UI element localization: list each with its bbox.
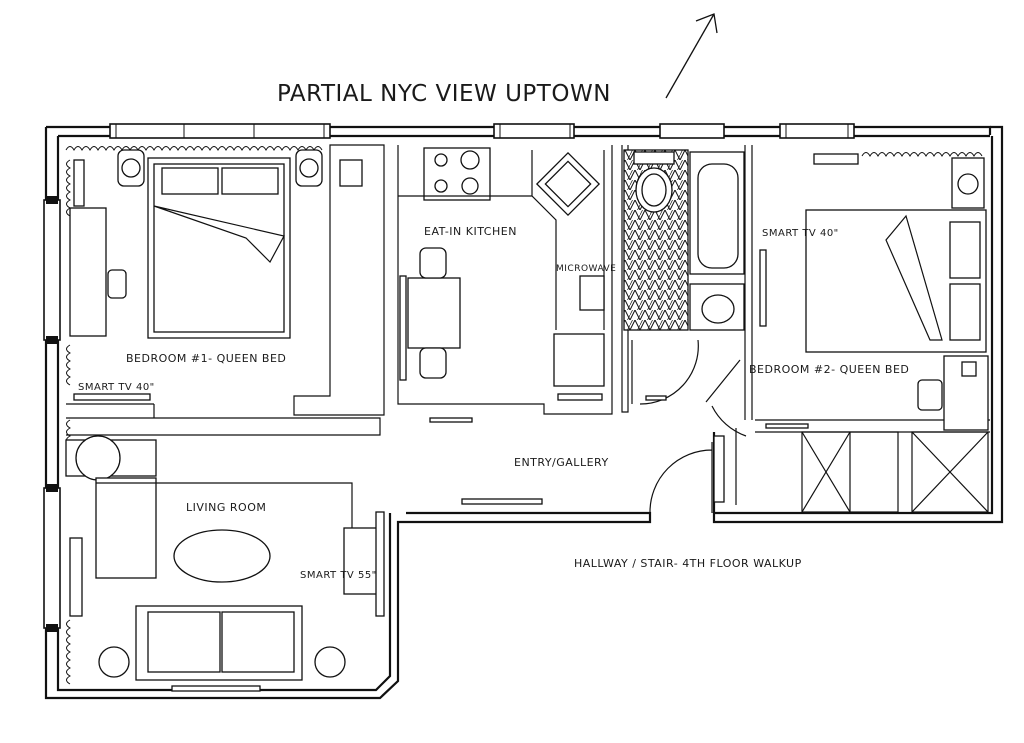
tv-label-living: SMART TV 55" [300, 570, 377, 581]
side-table-right [314, 646, 346, 678]
room-label-kitchen: EAT-IN KITCHEN [424, 225, 517, 238]
tv-label-bedroom1: SMART TV 40" [78, 382, 155, 393]
nightstand-bedroom2 [951, 157, 985, 209]
nightstand-lamp-left [117, 149, 323, 187]
bed-icon [147, 157, 291, 339]
bathroom-door-trim [645, 395, 667, 401]
microwave [579, 275, 605, 311]
sink-icon [535, 151, 601, 217]
entry-door [649, 442, 713, 514]
room-label-bedroom2: BEDROOM #2- QUEEN BED [749, 363, 909, 376]
bath-sink-icon [689, 283, 745, 331]
toilet-icon [633, 151, 675, 213]
windows-top [109, 123, 855, 139]
room-label-entry: ENTRY/GALLERY [514, 456, 609, 469]
cabinet-top-bedroom2 [813, 153, 859, 165]
closets [801, 431, 989, 513]
label-microwave: MICROWAVE [556, 264, 616, 274]
side-table-left [98, 646, 130, 678]
bedroom2-door [705, 359, 747, 437]
desk-bedroom1 [69, 159, 127, 337]
living-room-outline [96, 482, 353, 530]
table-icon [399, 247, 461, 381]
stove-icon [423, 147, 491, 201]
bathtub-icon [689, 151, 745, 275]
cabinet-bedroom1 [339, 159, 363, 187]
bookshelf-living [69, 537, 83, 617]
view-label: PARTIAL NYC VIEW UPTOWN [277, 81, 611, 107]
kitchen-trim [557, 393, 603, 401]
room-label-bedroom1: BEDROOM #1- QUEEN BED [126, 352, 286, 365]
floor-lamp-living [65, 435, 157, 481]
sofa-icon [135, 605, 303, 692]
bathroom-door [631, 339, 699, 405]
bed-icon-bedroom2 [805, 209, 987, 353]
room-label-hallway: HALLWAY / STAIR- 4TH FLOOR WALKUP [574, 557, 802, 570]
windows-left [43, 196, 61, 632]
closet-panel [713, 435, 725, 503]
room-label-living: LIVING ROOM [186, 501, 266, 514]
bedroom2-door-trim [765, 423, 809, 429]
chaise-living [95, 477, 157, 579]
desk-bedroom2 [917, 355, 989, 431]
fridge [553, 333, 605, 387]
entry-trim [461, 498, 543, 505]
tv-bedroom1 [73, 393, 151, 401]
tv-living [343, 511, 385, 617]
coffee-table [173, 529, 271, 583]
kitchen-door-trim [429, 417, 473, 423]
tv-label-bedroom2: SMART TV 40" [762, 228, 839, 239]
tv-bedroom2 [759, 249, 767, 327]
north-arrow-icon [665, 13, 718, 99]
